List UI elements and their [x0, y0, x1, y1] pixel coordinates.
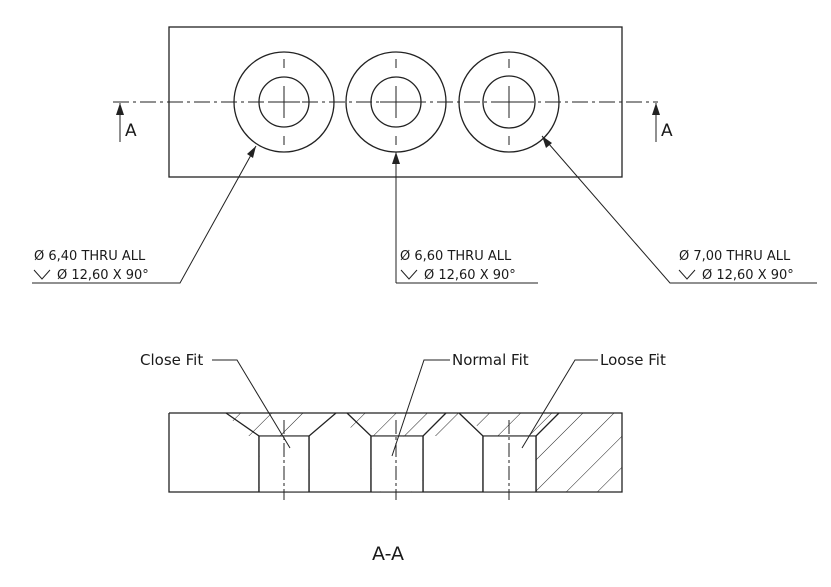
callout-2: Ø 6,60 THRU ALL Ø 12,60 X 90° — [400, 249, 516, 283]
leader-3 — [541, 135, 817, 284]
hole-loose-fit — [458, 51, 560, 153]
top-view: A A — [32, 26, 817, 284]
callout-2-line2: Ø 12,60 X 90° — [424, 268, 516, 283]
fit-label-normal: Normal Fit — [391, 351, 529, 457]
hole-close-fit — [233, 51, 335, 153]
countersink-icon — [33, 269, 51, 280]
section-arrow-right: A — [652, 103, 673, 142]
fit-label-close: Close Fit — [140, 351, 291, 449]
section-arrow-left: A — [116, 103, 137, 142]
leader-2 — [392, 152, 538, 284]
countersink-icon — [678, 269, 696, 280]
fit-label-close-text: Close Fit — [140, 351, 203, 369]
countersink-icon — [400, 269, 418, 280]
section-view: Close Fit Normal Fit Loose Fit A-A — [140, 351, 666, 565]
callout-1-line2: Ø 12,60 X 90° — [57, 268, 149, 283]
fit-label-loose-text: Loose Fit — [600, 351, 666, 369]
section-title: A-A — [372, 543, 404, 565]
section-marker-left: A — [125, 121, 137, 141]
callout-1-line1: Ø 6,40 THRU ALL — [34, 249, 146, 264]
callout-3-line1: Ø 7,00 THRU ALL — [679, 249, 791, 264]
callout-3-line2: Ø 12,60 X 90° — [702, 268, 794, 283]
callout-2-line1: Ø 6,60 THRU ALL — [400, 249, 512, 264]
leader-1 — [32, 145, 257, 284]
callout-1: Ø 6,40 THRU ALL Ø 12,60 X 90° — [33, 249, 149, 283]
section-hole-1 — [225, 412, 337, 500]
section-outline — [168, 412, 623, 493]
section-hole-2 — [346, 412, 447, 500]
fit-label-loose: Loose Fit — [521, 351, 666, 449]
section-hole-3 — [458, 412, 560, 500]
section-marker-right: A — [661, 121, 673, 141]
callout-3: Ø 7,00 THRU ALL Ø 12,60 X 90° — [678, 249, 794, 283]
fit-label-normal-text: Normal Fit — [452, 351, 529, 369]
